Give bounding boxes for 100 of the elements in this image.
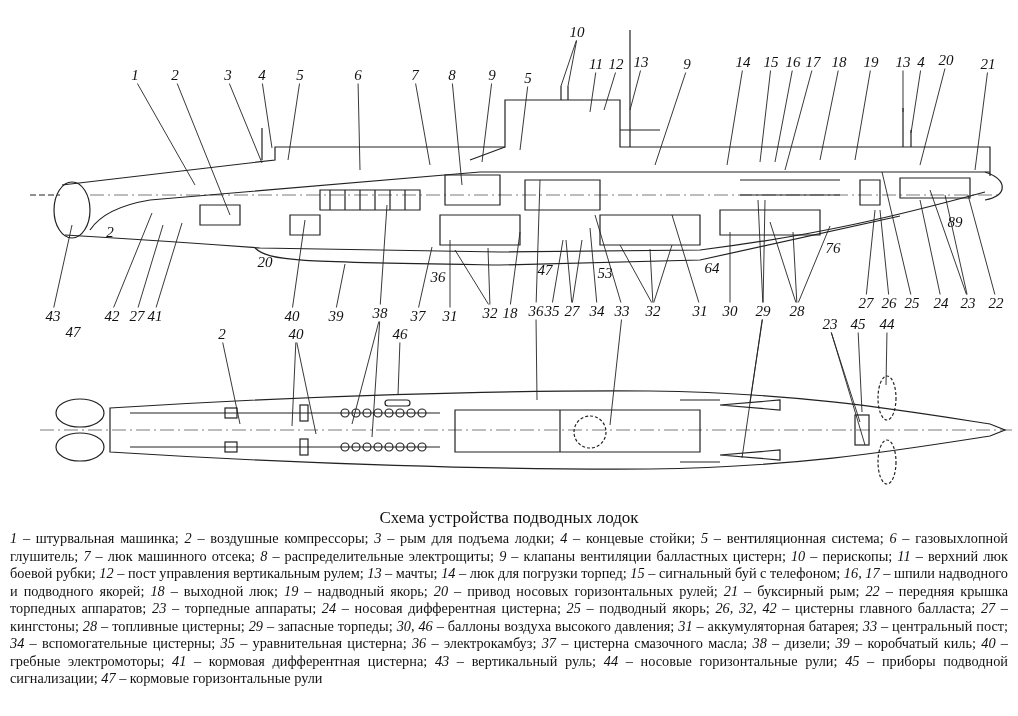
callout-number: 22 <box>988 295 1004 311</box>
leader-line <box>902 70 904 113</box>
leader-line <box>594 214 622 303</box>
leader-line <box>136 83 196 186</box>
leader-line <box>741 319 763 459</box>
leader-line <box>830 332 861 423</box>
callout-number: 46 <box>392 326 408 342</box>
leader-line <box>769 221 797 303</box>
leader-line <box>113 212 153 308</box>
leader-line <box>757 199 764 303</box>
callout-number: 11 <box>589 56 603 72</box>
leader-line <box>509 231 521 305</box>
callout-number: 24 <box>933 295 949 311</box>
leader-line <box>335 263 346 308</box>
leader-line <box>854 70 871 161</box>
leader-line <box>944 194 968 295</box>
callout-number: 36 <box>430 269 446 285</box>
leader-line <box>619 244 653 303</box>
callout-number: 5 <box>524 70 532 86</box>
leader-line <box>292 219 306 308</box>
callout-number: 45 <box>850 316 866 332</box>
callout-number: 29 <box>755 303 771 319</box>
leader-line <box>53 224 73 308</box>
leader-line <box>552 239 564 303</box>
callout-number: 8 <box>448 67 456 83</box>
leader-line <box>519 86 529 151</box>
leader-line <box>671 214 700 303</box>
leader-line <box>351 321 380 425</box>
callout-number: 23 <box>960 295 976 311</box>
callout-number: 34 <box>589 303 605 319</box>
leader-line <box>603 72 616 111</box>
callout-number: 27 <box>129 308 145 324</box>
leader-line <box>759 70 771 163</box>
callout-number: 16 <box>785 54 801 70</box>
leader-line <box>967 194 996 295</box>
leader-line <box>653 244 673 303</box>
callout-number: 33 <box>614 303 630 319</box>
callout-number: 15 <box>763 54 779 70</box>
leader-line <box>919 199 941 295</box>
callout-number: 12 <box>608 56 624 72</box>
callout-number: 2 <box>218 326 226 342</box>
leader-line <box>649 248 654 303</box>
callout-number: 19 <box>863 54 879 70</box>
callout-number: 5 <box>296 67 304 83</box>
callout-number: 47 <box>537 262 553 278</box>
leader-line <box>371 321 381 438</box>
callout-number: 44 <box>879 316 895 332</box>
leader-line <box>291 342 297 427</box>
leader-line <box>454 249 490 305</box>
leader-line <box>919 68 946 166</box>
callout-number: 40 <box>288 326 304 342</box>
leader-line <box>885 332 888 386</box>
leader-line <box>560 40 577 87</box>
callout-number: 26 <box>881 295 897 311</box>
leader-line <box>830 332 866 446</box>
leader-line <box>609 319 622 426</box>
leader-line <box>819 70 839 161</box>
callout-number: 13 <box>895 54 911 70</box>
leader-line <box>726 70 743 166</box>
callout-number: 76 <box>825 240 841 256</box>
leader-line <box>749 319 763 403</box>
callout-number: 64 <box>704 260 720 276</box>
callout-number: 4 <box>258 67 266 83</box>
callout-number: 23 <box>822 316 838 332</box>
callout-number: 36 <box>528 303 544 319</box>
callout-number: 13 <box>633 54 649 70</box>
leader-line <box>879 209 890 295</box>
leader-line <box>261 83 273 149</box>
leader-line <box>137 224 164 308</box>
leader-line <box>654 72 687 166</box>
callout-number: 31 <box>442 308 458 324</box>
leader-line <box>567 40 578 87</box>
callout-number: 30 <box>722 303 738 319</box>
leader-line <box>535 319 538 401</box>
callout-number: 40 <box>284 308 300 324</box>
callout-number: 89 <box>947 214 963 230</box>
leader-line <box>481 83 493 163</box>
leader-line <box>287 83 300 161</box>
leader-line <box>857 332 863 413</box>
callout-number: 41 <box>147 308 163 324</box>
callout-number: 14 <box>735 54 751 70</box>
callout-number: 3 <box>224 67 232 83</box>
leader-line <box>176 83 231 216</box>
leader-line <box>357 83 361 171</box>
callout-number: 27 <box>564 303 580 319</box>
leader-line <box>155 222 183 308</box>
leader-line <box>974 72 988 171</box>
callout-number: 38 <box>372 305 388 321</box>
callout-number: 6 <box>354 67 362 83</box>
callout-number: 28 <box>789 303 805 319</box>
callout-number: 20 <box>257 254 273 270</box>
callout-number: 10 <box>569 24 585 40</box>
callout-number: 2 <box>171 67 179 83</box>
leader-line <box>449 239 451 308</box>
callout-number: 2 <box>106 224 114 240</box>
callout-number: 47 <box>65 324 81 340</box>
leader-line <box>797 225 831 303</box>
leader-line <box>397 342 401 396</box>
callout-number: 35 <box>544 303 560 319</box>
leader-line <box>881 171 912 295</box>
